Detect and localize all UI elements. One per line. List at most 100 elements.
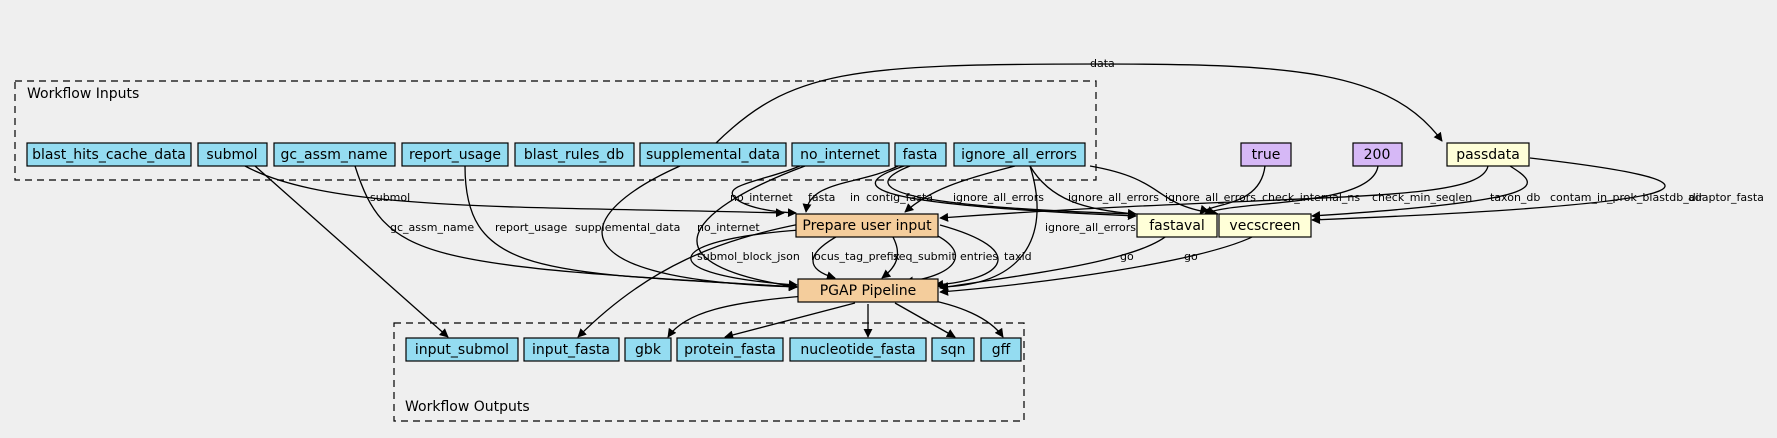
- edge-passdata-vecscreen-contam: [1311, 165, 1528, 220]
- node-label-sqn: sqn: [940, 342, 965, 358]
- node-label-gbk: gbk: [635, 342, 662, 358]
- edge-label-check-internal-ns: check_internal_ns: [1262, 191, 1360, 204]
- edge-fasta-prepare: [802, 165, 899, 213]
- edge-label-fasta-vecscreen: contig_fasta: [866, 191, 933, 204]
- edge-label-ignore-fastaval: ignore_all_errors: [1068, 191, 1159, 204]
- edge-label-fasta-prepare: fasta: [808, 191, 835, 204]
- edge-pgap-protein-fasta: [724, 302, 856, 340]
- node-no-internet[interactable]: no_internet: [791, 142, 890, 167]
- node-true-constant[interactable]: true: [1240, 142, 1292, 167]
- edge-report-usage-pgap: [464, 165, 798, 292]
- node-label-ignore-all-errors: ignore_all_errors: [961, 147, 1077, 163]
- edge-no-internet-prepare: [731, 164, 803, 218]
- node-output-nucleotide-fasta[interactable]: nucleotide_fasta: [789, 337, 927, 362]
- node-output-protein-fasta[interactable]: protein_fasta: [676, 337, 784, 362]
- node-label-no-internet: no_internet: [800, 147, 880, 163]
- edge-vecscreen-go: [939, 232, 1261, 296]
- node-gc-assm-name[interactable]: gc_assm_name: [273, 142, 396, 167]
- node-fasta[interactable]: fasta: [894, 142, 947, 167]
- node-output-gff[interactable]: gff: [980, 337, 1022, 362]
- edge-no-internet-pgap: [696, 165, 806, 291]
- node-passdata[interactable]: passdata: [1446, 142, 1530, 167]
- edge-true-fastaval: [1199, 165, 1266, 215]
- edge-taxid: [934, 224, 999, 289]
- edge-label-taxon-db: taxon_db: [1490, 191, 1540, 204]
- edge-label-data: data: [1090, 57, 1115, 70]
- node-label-input-submol: input_submol: [415, 342, 509, 358]
- edge-passdata-prepare: [939, 165, 1489, 222]
- edge-ignore-fastaval: [1029, 165, 1137, 218]
- edge-label-no-internet-prepare: no_internet: [730, 191, 793, 204]
- node-ignore-all-errors[interactable]: ignore_all_errors: [953, 142, 1086, 167]
- edge-label-taxid: taxid: [1004, 250, 1032, 263]
- node-label-prepare-user-input: Prepare user input: [802, 218, 932, 234]
- node-label-blast-hits-cache-data: blast_hits_cache_data: [32, 147, 186, 163]
- edge-label-contam-in-prok-blastdb-dir: contam_in_prok_blastdb_dir: [1550, 191, 1704, 204]
- edge-supplemental-pgap: [601, 165, 798, 292]
- edge-label-fastaval-go: go: [1120, 250, 1134, 263]
- cluster-workflow-inputs: Workflow Inputs: [14, 80, 1097, 181]
- edge-fastaval-go: [939, 232, 1171, 292]
- edge-submol-input-submol: [254, 165, 449, 338]
- nodes: blast_hits_cache_data submol gc_assm_nam…: [26, 142, 1530, 362]
- edge-label-locus-tag-prefix: locus_tag_prefix: [811, 250, 901, 263]
- edge-labels: data submol no_internet fasta in contig_…: [370, 57, 1764, 263]
- node-label-vecscreen: vecscreen: [1229, 218, 1300, 234]
- edge-label-submol: submol: [370, 191, 410, 204]
- node-vecscreen[interactable]: vecscreen: [1218, 213, 1312, 238]
- node-output-sqn[interactable]: sqn: [931, 337, 975, 362]
- node-label-blast-rules-db: blast_rules_db: [524, 147, 624, 163]
- node-label-passdata: passdata: [1456, 147, 1520, 163]
- edge-locus-tag-prefix: [812, 231, 846, 281]
- edge-label-ignore-prepare: ignore_all_errors: [953, 191, 1044, 204]
- edge-label-report-usage: report_usage: [495, 221, 568, 234]
- node-blast-rules-db[interactable]: blast_rules_db: [514, 142, 635, 167]
- edge-label-check-min-seqlen: check_min_seqlen: [1372, 191, 1472, 204]
- node-label-input-fasta: input_fasta: [532, 342, 610, 358]
- node-prepare-user-input[interactable]: Prepare user input: [795, 213, 939, 238]
- node-submol[interactable]: submol: [197, 142, 268, 167]
- node-label-nucleotide-fasta: nucleotide_fasta: [800, 342, 915, 358]
- edge-prepare-input-fasta: [577, 223, 801, 338]
- edge-ignore-vecscreen: [1089, 165, 1219, 218]
- edge-label-supplemental-data: supplemental_data: [575, 221, 680, 234]
- node-label-supplemental-data: supplemental_data: [646, 147, 780, 163]
- node-label-submol: submol: [206, 147, 257, 163]
- edge-passdata-vecscreen-adaptor: [1311, 157, 1666, 225]
- edge-label-ignore-vecscreen: ignore_all_errors: [1165, 191, 1256, 204]
- node-label-report-usage: report_usage: [409, 147, 501, 163]
- edge-label-entries: entries: [960, 250, 998, 263]
- node-label-200: 200: [1364, 147, 1391, 163]
- edge-fasta-vecscreen: [887, 165, 1217, 221]
- node-label-fasta: fasta: [903, 147, 938, 163]
- node-blast-hits-cache-data[interactable]: blast_hits_cache_data: [26, 142, 192, 167]
- node-output-input-submol[interactable]: input_submol: [405, 337, 519, 362]
- edge-label-ignore-pgap: ignore_all_errors: [1045, 221, 1136, 234]
- node-label-protein-fasta: protein_fasta: [684, 342, 776, 358]
- node-200-constant[interactable]: 200: [1352, 142, 1403, 167]
- edge-data: [714, 63, 1443, 145]
- cluster-workflow-outputs: Workflow Outputs: [393, 322, 1025, 422]
- node-label-gff: gff: [992, 342, 1011, 358]
- node-fastaval[interactable]: fastaval: [1136, 213, 1218, 238]
- node-output-gbk[interactable]: gbk: [624, 337, 672, 362]
- edge-pgap-gbk: [667, 295, 806, 338]
- edge-submol: [244, 165, 785, 218]
- cluster-inputs-label: Workflow Inputs: [27, 86, 139, 102]
- node-pgap-pipeline[interactable]: PGAP Pipeline: [797, 278, 939, 303]
- edge-label-fasta-fastaval: in: [850, 191, 860, 204]
- node-output-input-fasta[interactable]: input_fasta: [523, 337, 620, 362]
- node-label-fastaval: fastaval: [1149, 218, 1205, 234]
- node-label-pgap-pipeline: PGAP Pipeline: [820, 283, 917, 299]
- node-label-true: true: [1252, 147, 1281, 163]
- edge-label-submol-block-json: submol_block_json: [697, 250, 800, 263]
- cluster-outputs-label: Workflow Outputs: [405, 399, 530, 415]
- edge-ignore-prepare: [904, 165, 1016, 213]
- node-supplemental-data[interactable]: supplemental_data: [639, 142, 787, 167]
- node-report-usage[interactable]: report_usage: [401, 142, 509, 167]
- edge-label-gc-assm-name: gc_assm_name: [390, 221, 474, 234]
- edge-pgap-gff: [919, 297, 1004, 338]
- edge-label-adaptor-fasta: adaptor_fasta: [1688, 191, 1764, 204]
- node-label-gc-assm-name: gc_assm_name: [280, 147, 387, 163]
